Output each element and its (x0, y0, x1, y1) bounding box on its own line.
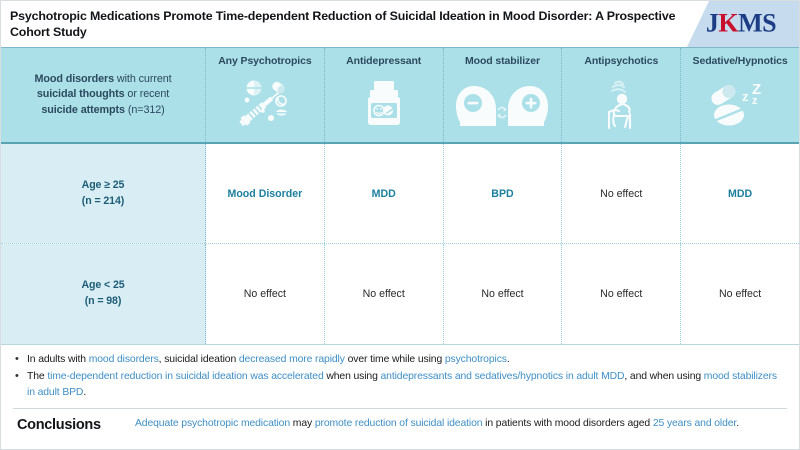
column-header-sedative-hypnotics: Sedative/Hypnotics z Z z (681, 48, 799, 142)
cell-value: No effect (362, 288, 405, 300)
plain-phrase: , and when using (624, 370, 704, 382)
cell-lt25-any-psychotropics: No effect (206, 244, 325, 344)
plain-phrase: over time while using (344, 354, 445, 365)
plain-phrase: in patients with mood disorders aged (482, 418, 653, 430)
plain-phrase: . (506, 354, 510, 365)
highlighted-phrase: decreased more rapidly (238, 354, 345, 365)
cell-value: No effect (718, 288, 762, 300)
row-label-cell: Age < 25 (n = 98) (1, 244, 206, 344)
two-heads-plus-minus-icon (448, 69, 558, 138)
highlighted-phrase: time-dependent reduction in suicidal ide… (47, 370, 324, 382)
svg-text:z: z (742, 89, 749, 104)
highlighted-phrase: 25 years and older (652, 418, 737, 430)
svg-text:Z: Z (752, 81, 761, 98)
cell-value: No effect (600, 288, 643, 300)
row-label-line1: Age < 25 (81, 279, 125, 292)
plain-phrase: In adults with (27, 354, 89, 365)
cell-ge25-any-psychotropics: Mood Disorder (206, 144, 325, 243)
row-label-line2: (n = 98) (84, 295, 122, 307)
cell-value: No effect (600, 187, 643, 200)
bullet-marker: • (15, 369, 19, 382)
plain-phrase: when using (323, 370, 381, 382)
bullet-text: In adults with mood disorders, suicidal … (27, 352, 787, 368)
cell-ge25-antidepressant: MDD (324, 144, 444, 243)
cell-value: MDD (728, 187, 753, 200)
corner-line1-bold: Mood disorders (34, 72, 115, 85)
logo-k: K (718, 8, 739, 38)
cell-value: BPD (491, 187, 514, 200)
results-table: Mood disorders with current suicidal tho… (1, 47, 799, 344)
corner-line2-bold: suicidal thoughts (36, 88, 125, 101)
conclusions-label: Conclusions (17, 417, 101, 434)
column-header-mood-stabilizer: Mood stabilizer (444, 48, 563, 142)
cell-value: MDD (371, 187, 396, 200)
highlighted-phrase: Adequate psychotropic medication (135, 418, 291, 430)
cell-value: Mood Disorder (227, 187, 303, 200)
column-label: Sedative/Hypnotics (692, 55, 788, 67)
row-label-cell: Age ≥ 25 (n = 214) (1, 144, 206, 243)
cell-value: No effect (243, 288, 286, 300)
column-header-antipsychotics: Antipsychotics (562, 48, 682, 142)
highlighted-phrase: antidepressants and sedatives/hypnotics … (380, 370, 625, 382)
cell-ge25-antipsychotics: No effect (562, 144, 682, 243)
table-header-row: Mood disorders with current suicidal tho… (1, 48, 799, 144)
corner-line1-rest: with current (114, 72, 172, 85)
highlighted-phrase: psychotropics (444, 354, 507, 365)
key-findings-list: • In adults with mood disorders, suicida… (1, 344, 799, 405)
logo-text: JKMS (687, 8, 795, 38)
conclusions-section: Conclusions Adequate psychotropic medica… (1, 409, 799, 439)
column-label: Antipsychotics (584, 55, 659, 67)
bullet-text: The time-dependent reduction in suicidal… (27, 369, 787, 400)
syringe-pills-icon (210, 69, 320, 138)
page-header: Psychotropic Medications Promote Time-de… (1, 1, 799, 47)
cell-value: No effect (481, 288, 524, 300)
row-label: Age ≥ 25 (n = 214) (82, 178, 125, 210)
table-row-age-ge-25: Age ≥ 25 (n = 214) Mood Disorder MDD BPD… (1, 144, 799, 244)
plain-phrase: . (736, 418, 739, 430)
highlighted-phrase: mood stabilizers in adult BPD (27, 370, 777, 398)
column-header-any-psychotropics: Any Psychotropics (206, 48, 325, 142)
corner-line3-bold: suicide attempts (41, 103, 125, 116)
plain-phrase: The (27, 370, 48, 382)
row-label: Age < 25 (n = 98) (81, 278, 124, 310)
plain-phrase: . (83, 386, 87, 398)
column-label: Mood stabilizer (465, 55, 540, 67)
corner-line2-rest: or recent (124, 88, 170, 101)
table-body: Age ≥ 25 (n = 214) Mood Disorder MDD BPD… (1, 144, 799, 344)
conclusions-text: Adequate psychotropic medication may pro… (135, 416, 787, 432)
page-title: Psychotropic Medications Promote Time-de… (10, 8, 676, 39)
plain-phrase: , suicidal ideation (158, 354, 239, 365)
row-label-line1: Age ≥ 25 (81, 178, 125, 191)
column-label: Any Psychotropics (218, 55, 312, 67)
logo-j: J (705, 8, 719, 38)
table-row-age-lt-25: Age < 25 (n = 98) No effect No effect No… (1, 244, 799, 344)
cell-lt25-mood-stabilizer: No effect (443, 244, 563, 344)
bullet-marker: • (15, 353, 19, 365)
pills-zzz-icon: z Z z (685, 69, 795, 138)
cell-lt25-antidepressant: No effect (324, 244, 444, 344)
corner-text: Mood disorders with current suicidal tho… (34, 72, 171, 119)
list-item: • The time-dependent reduction in suicid… (15, 369, 787, 400)
table-corner-cell: Mood disorders with current suicidal tho… (1, 48, 206, 142)
highlighted-phrase: mood disorders (88, 354, 159, 365)
column-label: Antidepressant (346, 55, 422, 67)
logo-background (687, 1, 799, 47)
cell-ge25-sedative-hypnotics: MDD (681, 144, 799, 243)
cell-ge25-mood-stabilizer: BPD (443, 144, 563, 243)
cell-lt25-sedative-hypnotics: No effect (681, 244, 799, 344)
row-label-line2: (n = 214) (81, 194, 125, 207)
pill-bottle-icon (329, 69, 439, 138)
column-header-antidepressant: Antidepressant (325, 48, 444, 142)
logo-ms: MS (738, 8, 777, 38)
seated-person-icon (566, 69, 676, 138)
corner-line3-rest: (n=312) (124, 103, 165, 116)
plain-phrase: may (290, 418, 315, 430)
list-item: • In adults with mood disorders, suicida… (15, 352, 787, 368)
conclusions-divider (13, 408, 787, 410)
jkms-logo: JKMS (687, 1, 799, 47)
cell-lt25-antipsychotics: No effect (562, 244, 682, 344)
highlighted-phrase: promote reduction of suicidal ideation (314, 418, 483, 430)
svg-text:z: z (752, 95, 758, 107)
